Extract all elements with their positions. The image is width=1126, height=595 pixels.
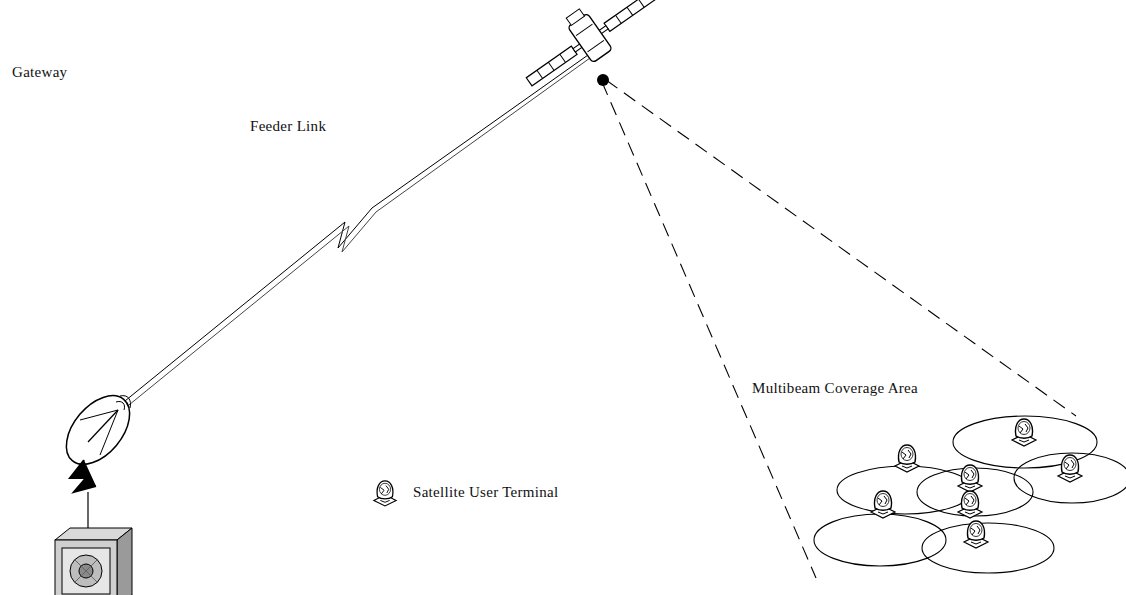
area-label: Multibeam Coverage Area [752, 380, 918, 397]
gateway-label: Gateway [12, 64, 67, 81]
satellite-icon [511, 0, 664, 99]
beam-footprints [814, 416, 1126, 573]
satellite-antenna [597, 74, 609, 86]
user-terminals [871, 419, 1082, 548]
legend-item: Satellite User Terminal [413, 483, 559, 501]
legend-text: Satellite User Terminal [413, 484, 559, 500]
gateway-dish [54, 384, 142, 530]
link-label: Feeder Link [250, 118, 326, 135]
gateway-server [55, 528, 132, 595]
coverage-cone [602, 80, 1076, 578]
feeder-link [120, 55, 590, 409]
legend-terminal-icon [374, 481, 396, 506]
